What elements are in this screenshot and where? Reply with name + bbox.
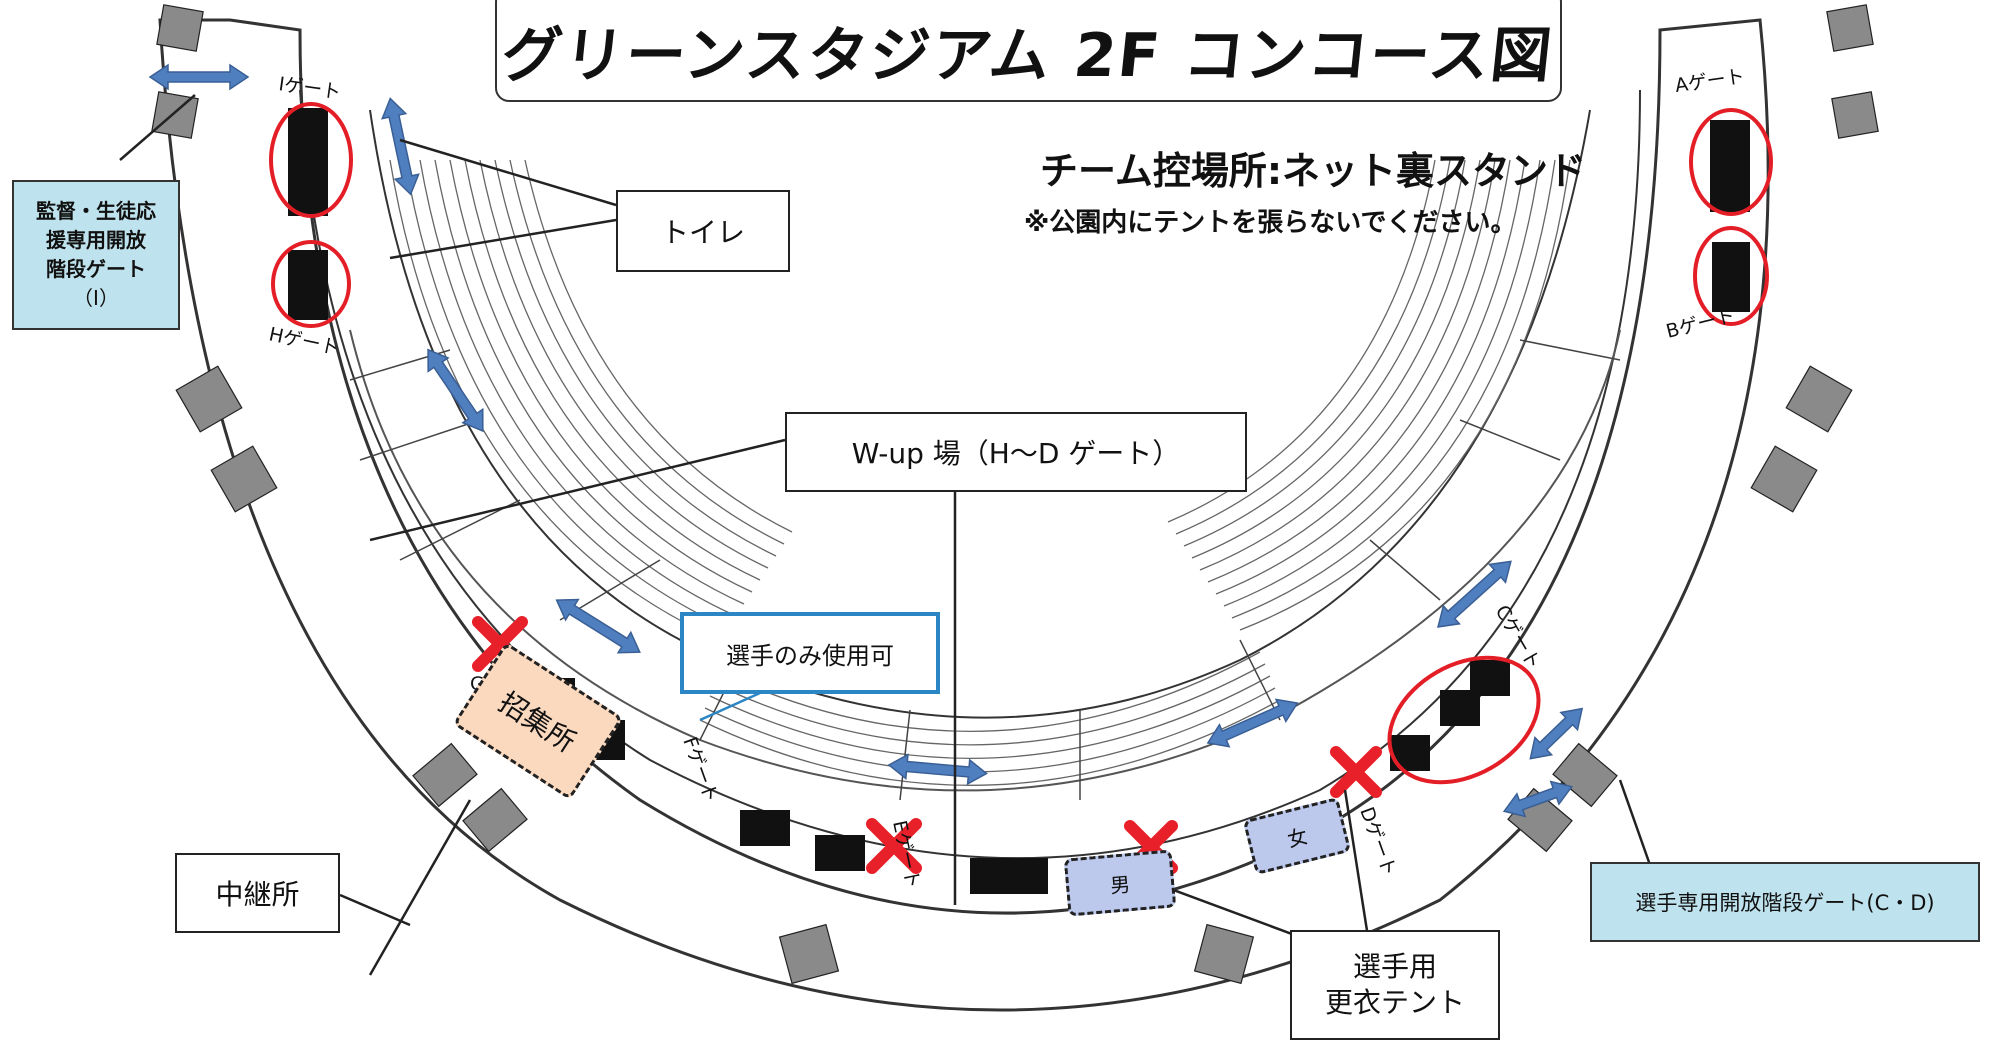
double-arrow-icon [1502, 780, 1574, 818]
warmup-label: W-up 場（H〜D ゲート） [851, 437, 1181, 470]
relay-label: 中継所 [215, 878, 300, 911]
toilet-icon [1710, 120, 1750, 212]
seating-rows-right [1167, 159, 1571, 631]
toilet-icon [1470, 660, 1510, 696]
assembly-label: 招集所 [492, 685, 582, 759]
player-gate-note: 選手専用開放階段ゲート(C・D) [1590, 862, 1980, 942]
toilet-callout: トイレ [616, 190, 790, 272]
toilet-icon [288, 108, 328, 216]
stadium-inner-wall [299, 89, 1641, 860]
team-area-heading: チーム控場所:ネット裏スタンド [1040, 149, 1587, 193]
toilet-blocks [288, 108, 1750, 894]
changing-tent-line2: 更衣テント [1324, 986, 1465, 1019]
toilet-icon [288, 250, 328, 320]
double-arrow-icon [1206, 698, 1299, 748]
tent-male-label: 男 [1109, 871, 1132, 898]
changing-tent-callout: 選手用 更衣テント [1290, 930, 1500, 1040]
players-only-label: 選手のみ使用可 [726, 641, 894, 670]
page-title: グリーンスタジアム 2F コンコース図 [498, 20, 1557, 91]
staircases [151, 4, 1879, 985]
double-arrow-icon [887, 753, 988, 786]
coach-gate-line2: 援専用開放 [46, 228, 146, 252]
double-arrow-icon [427, 348, 484, 433]
coach-gate-note: 監督・生徒応 援専用開放 階段ゲート （I） [12, 180, 180, 330]
double-arrow-icon [1529, 707, 1584, 760]
stadium-outer-wall [158, 18, 1770, 1012]
gate-label: Dゲート [1355, 804, 1400, 879]
no-entry-cross-icon [1330, 746, 1382, 798]
toilet-icon [815, 835, 865, 871]
gate-label: Hゲート [267, 323, 341, 359]
player-gate-label: 選手専用開放階段ゲート(C・D) [1635, 891, 1935, 915]
double-arrow-icon [148, 63, 250, 91]
concourse-edge [349, 329, 1621, 792]
toilet-label: トイレ [660, 216, 745, 249]
gate-label: Aゲート [1674, 65, 1746, 97]
toilet-highlight-circles [269, 102, 1773, 785]
toilet-icon [970, 858, 1048, 894]
movement-arrows [148, 63, 1584, 818]
double-arrow-icon [555, 598, 641, 654]
double-arrow-icon [1437, 560, 1512, 628]
gate-label: Bゲート [1664, 305, 1737, 343]
relay-callout: 中継所 [175, 853, 340, 933]
coach-gate-line1: 監督・生徒応 [36, 199, 156, 223]
seating-rows-bottom [699, 651, 1281, 786]
no-entry-cross-icon: < [866, 818, 922, 874]
coach-gate-line3: 階段ゲート [46, 257, 146, 281]
field-edge [369, 109, 1591, 719]
warmup-callout: W-up 場（H〜D ゲート） [785, 412, 1247, 492]
gate-label: Iゲート [277, 73, 342, 103]
tent-male: 男 [1063, 849, 1177, 917]
coach-gate-line4: （I） [73, 286, 119, 310]
tent-notice: ※公園内にテントを張らないでください。 [1024, 208, 1517, 238]
players-only-callout: 選手のみ使用可 [680, 612, 940, 694]
title-box: グリーンスタジアム 2F コンコース図 [495, 0, 1562, 102]
tent-female-label: 女 [1284, 823, 1310, 852]
changing-tent-line1: 選手用 [1352, 949, 1437, 983]
toilet-icon [1390, 735, 1430, 771]
double-arrow-icon [381, 97, 420, 196]
toilet-icon [740, 810, 790, 846]
toilet-icon [1712, 242, 1750, 312]
